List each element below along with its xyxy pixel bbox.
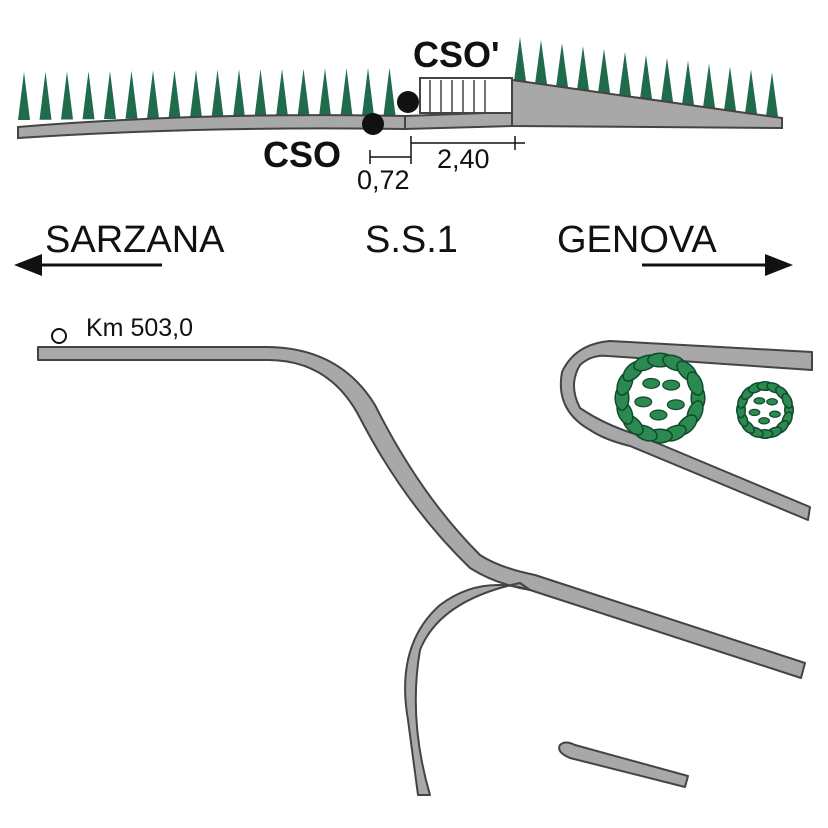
vegetation-spike-icon [39, 71, 52, 120]
tree-leaf-icon [753, 397, 766, 405]
direction-legend: SARZANA S.S.1 GENOVA [14, 219, 793, 276]
label-cso-prime: CSO' [413, 34, 500, 75]
vegetation-spike-icon [535, 40, 547, 85]
vegetation-spike-icon [190, 69, 202, 118]
vegetation-spike-icon [18, 72, 30, 120]
vegetation-spike-icon [211, 69, 224, 118]
tree-leaf-icon [662, 379, 681, 391]
tree-icon [735, 380, 795, 440]
tree-leaf-icon [758, 417, 770, 425]
vegetation-spike-icon [297, 68, 310, 117]
vegetation-spike-icon [168, 70, 181, 119]
label-km-marker: Km 503,0 [86, 314, 193, 342]
vegetation-spike-icon [340, 68, 353, 117]
vegetation-spike-icon [233, 69, 245, 118]
label-road-name: S.S.1 [365, 219, 458, 261]
label-sarzana: SARZANA [45, 219, 225, 261]
vegetation-spike-icon [598, 48, 610, 93]
branch-road [404, 582, 531, 796]
vegetation-spike-icon [319, 68, 331, 117]
minor-road-segment [558, 741, 689, 788]
vegetation-right-icon [514, 37, 778, 117]
vegetation-spike-icon [682, 60, 694, 105]
label-distance-small: 0,72 [357, 165, 410, 195]
tree-leaf-icon [748, 408, 761, 417]
vegetation-spike-icon [147, 70, 159, 119]
ground-profile-left [17, 114, 406, 140]
structure-box [419, 77, 513, 114]
km-circle-icon [51, 328, 67, 344]
vegetation-spike-icon [619, 51, 631, 96]
ground-profile-middle [404, 110, 513, 131]
label-distance-large: 2,40 [437, 144, 490, 174]
vegetation-spike-icon [276, 68, 288, 117]
tree-leaf-icon [686, 371, 704, 396]
cross-section: CSO' CSO 0,72 2,40 [17, 34, 783, 195]
vegetation-spike-icon [104, 70, 116, 119]
vegetation-spike-icon [640, 54, 652, 99]
vegetation-spike-icon [577, 45, 589, 90]
arrow-left-icon [14, 254, 162, 276]
vegetation-spike-icon [703, 63, 715, 108]
label-cso: CSO [263, 134, 341, 175]
arrow-right-icon [642, 254, 793, 276]
tree-leaf-icon [634, 396, 653, 408]
tree-leaf-icon [769, 410, 781, 418]
tree-leaf-icon [649, 409, 668, 421]
plan-view: Km 503,0 [37, 314, 813, 796]
vegetation-spike-icon [82, 71, 95, 120]
vegetation-spike-icon [61, 71, 73, 120]
vegetation-spike-icon [766, 72, 778, 117]
vegetation-spike-icon [556, 43, 568, 87]
label-genova: GENOVA [557, 219, 717, 261]
dimension-lines [369, 136, 525, 164]
tree-leaf-icon [666, 399, 685, 411]
vegetation-spike-icon [383, 67, 396, 116]
tree-leaf-icon [781, 392, 793, 409]
tree-leaf-icon [642, 377, 661, 389]
vegetation-spike-icon [514, 37, 526, 82]
vegetation-spike-icon [745, 69, 757, 114]
cso-point-icon [362, 113, 384, 135]
vegetation-spike-icon [125, 70, 138, 119]
vegetation-spike-icon [362, 67, 374, 116]
tree-leaf-icon [766, 398, 778, 406]
vegetation-spike-icon [254, 69, 267, 118]
vegetation-spike-icon [661, 57, 673, 102]
vegetation-spike-icon [724, 66, 736, 111]
tree-icon [614, 352, 706, 444]
vegetation-left-icon [18, 67, 396, 120]
cso-prime-point-icon [397, 91, 419, 113]
loop-road [559, 340, 813, 521]
main-road [37, 346, 806, 679]
